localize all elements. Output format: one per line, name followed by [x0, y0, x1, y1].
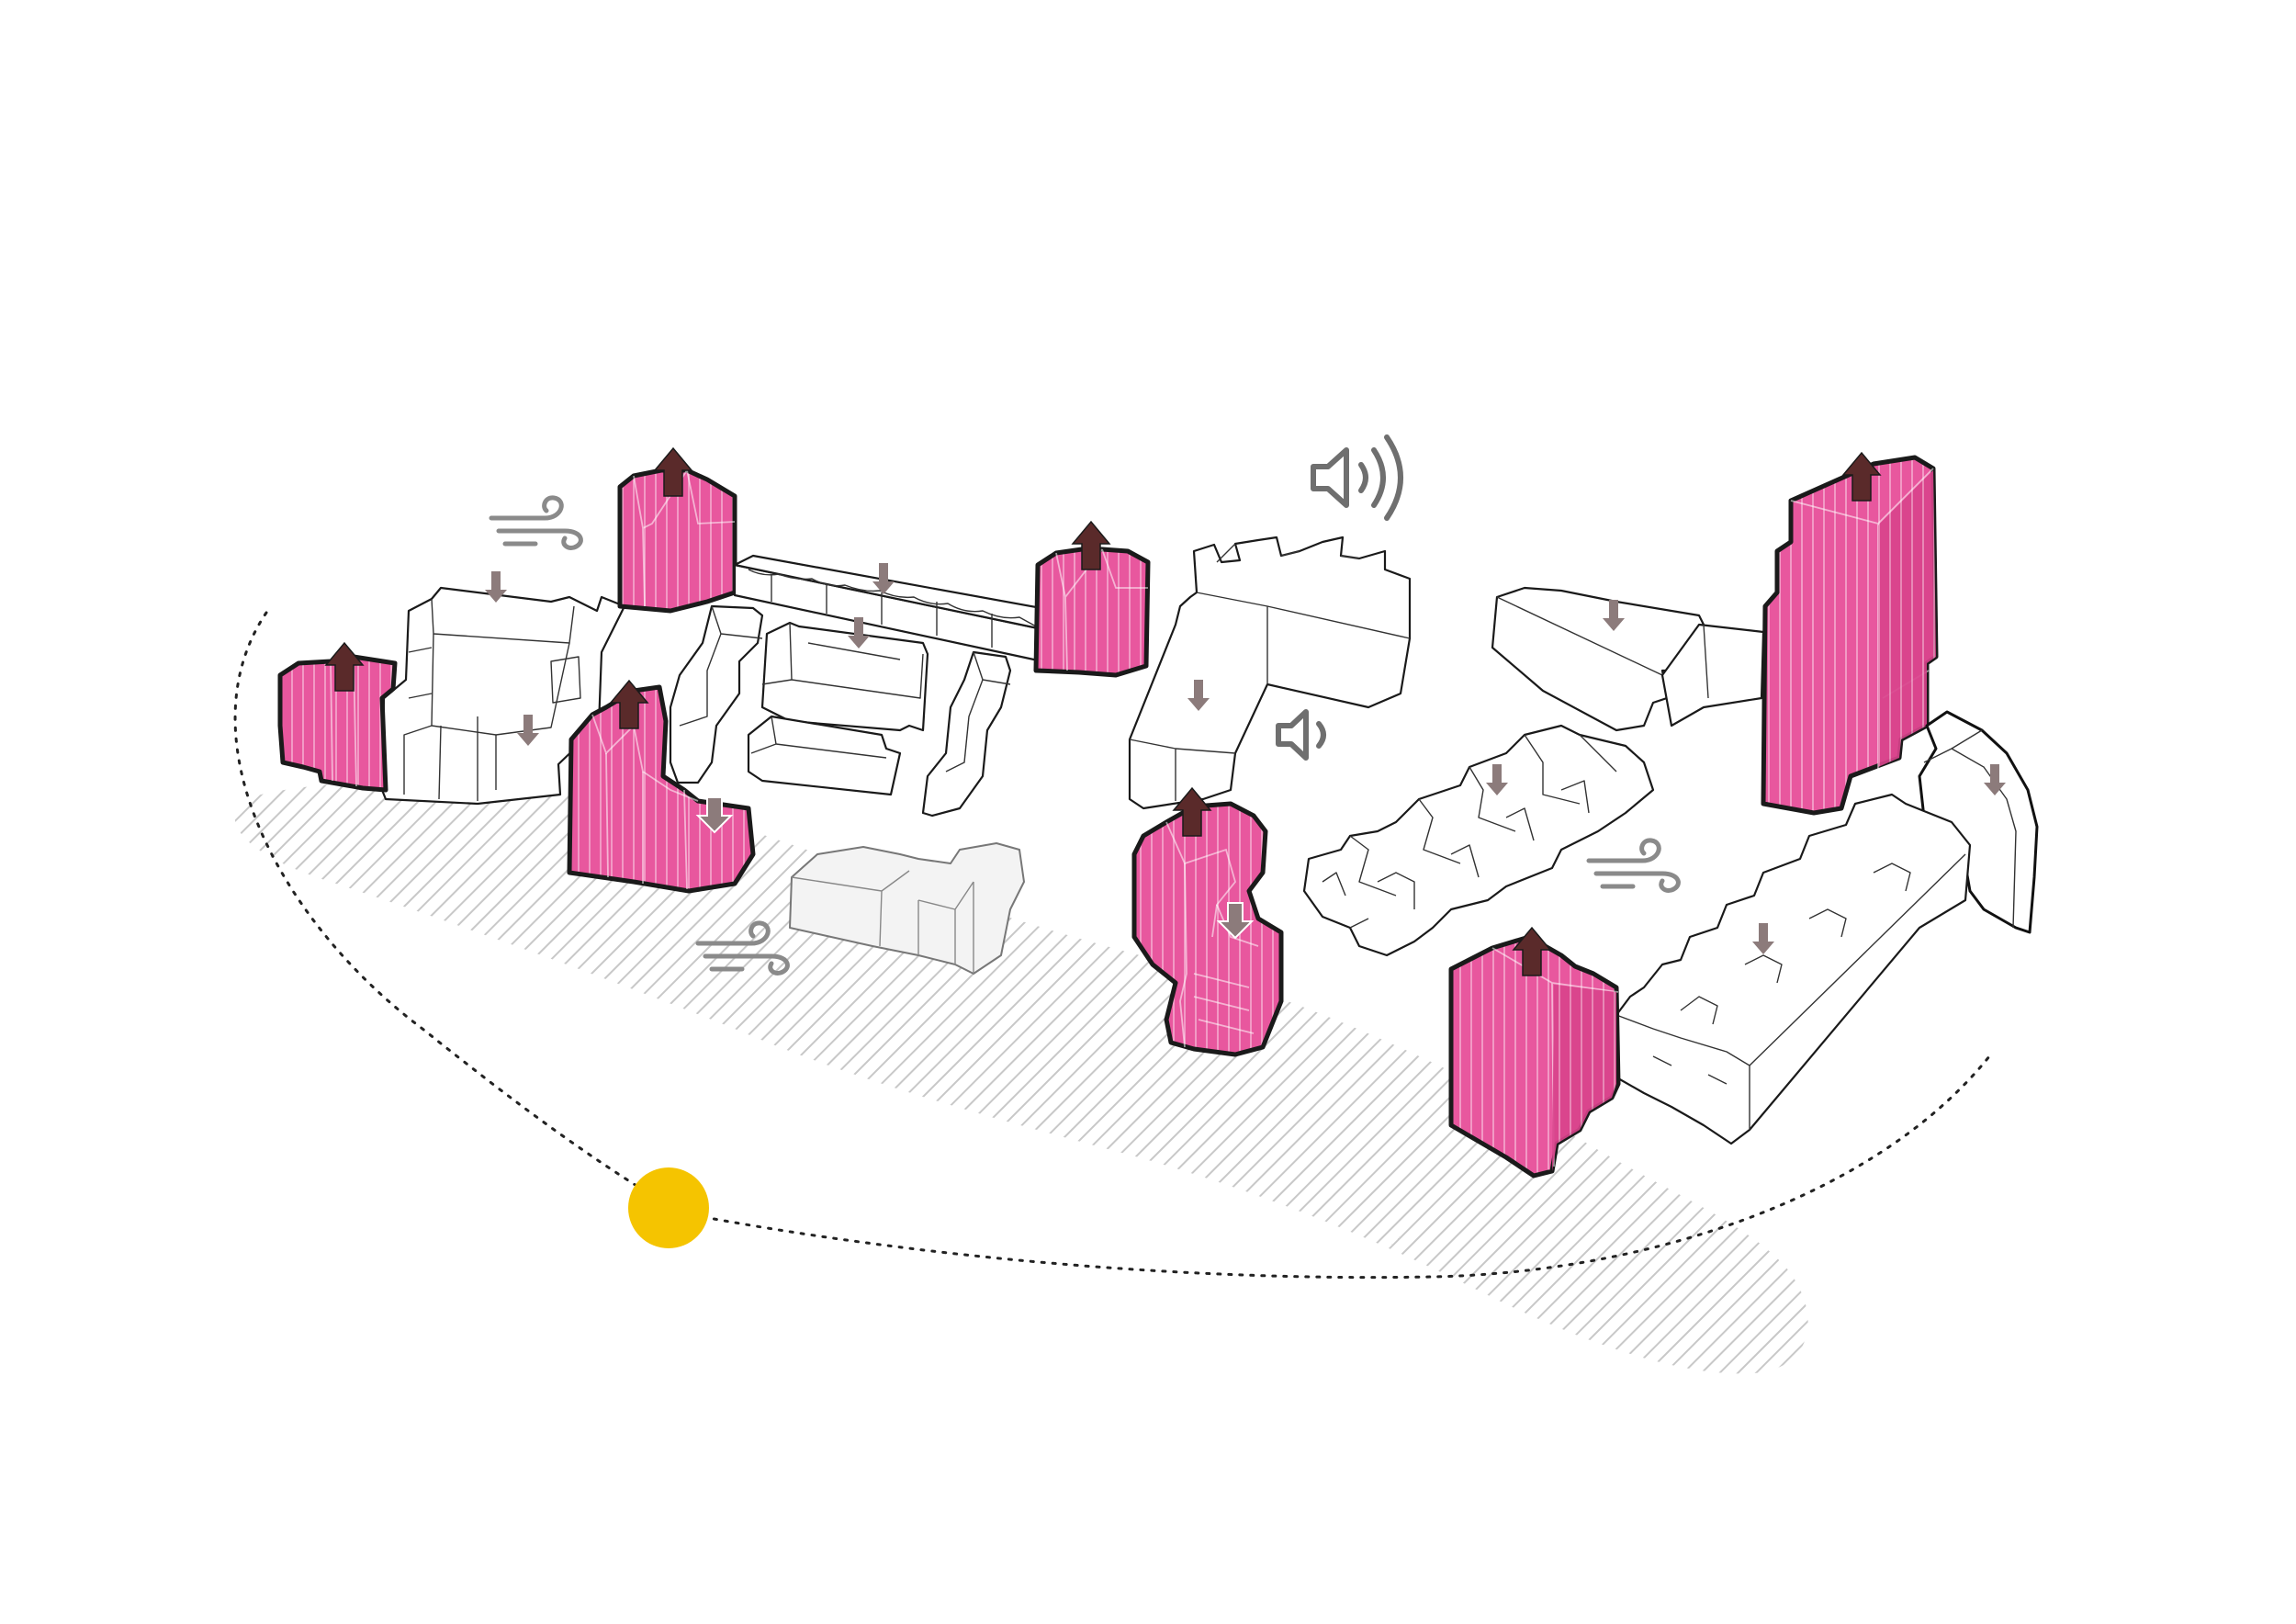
terraced-bar-southeast [1610, 793, 1972, 1145]
highlighted-building-stepped-west [567, 684, 756, 894]
wind-icon [1586, 838, 1681, 893]
highlighted-building-north-gable [1033, 547, 1151, 678]
highlighted-building-zigzag-center [1131, 801, 1284, 1057]
castellated-slab-block [1128, 536, 1412, 810]
courtyard-block-center [747, 621, 929, 796]
courtyard-block-center-east-wing [921, 650, 1012, 818]
wedge-slab-northeast [1491, 586, 1765, 732]
speaker-loud-icon [1311, 434, 1403, 521]
speaker-quiet-icon [1276, 709, 1326, 761]
sun-icon [628, 1167, 709, 1248]
wind-icon [695, 920, 790, 976]
highlighted-tower-northeast [1761, 455, 1939, 816]
courtyard-block-center-west-wing [669, 604, 764, 784]
existing-building-grey [789, 842, 1025, 975]
shadow-zone [234, 782, 1808, 1374]
terraced-cluster-center-east [1302, 724, 1655, 957]
highlighted-building-northwest-gable [617, 468, 737, 614]
highlighted-tower-southeast [1448, 934, 1621, 1179]
wind-icon [489, 495, 583, 550]
courtyard-block-west [380, 586, 626, 806]
